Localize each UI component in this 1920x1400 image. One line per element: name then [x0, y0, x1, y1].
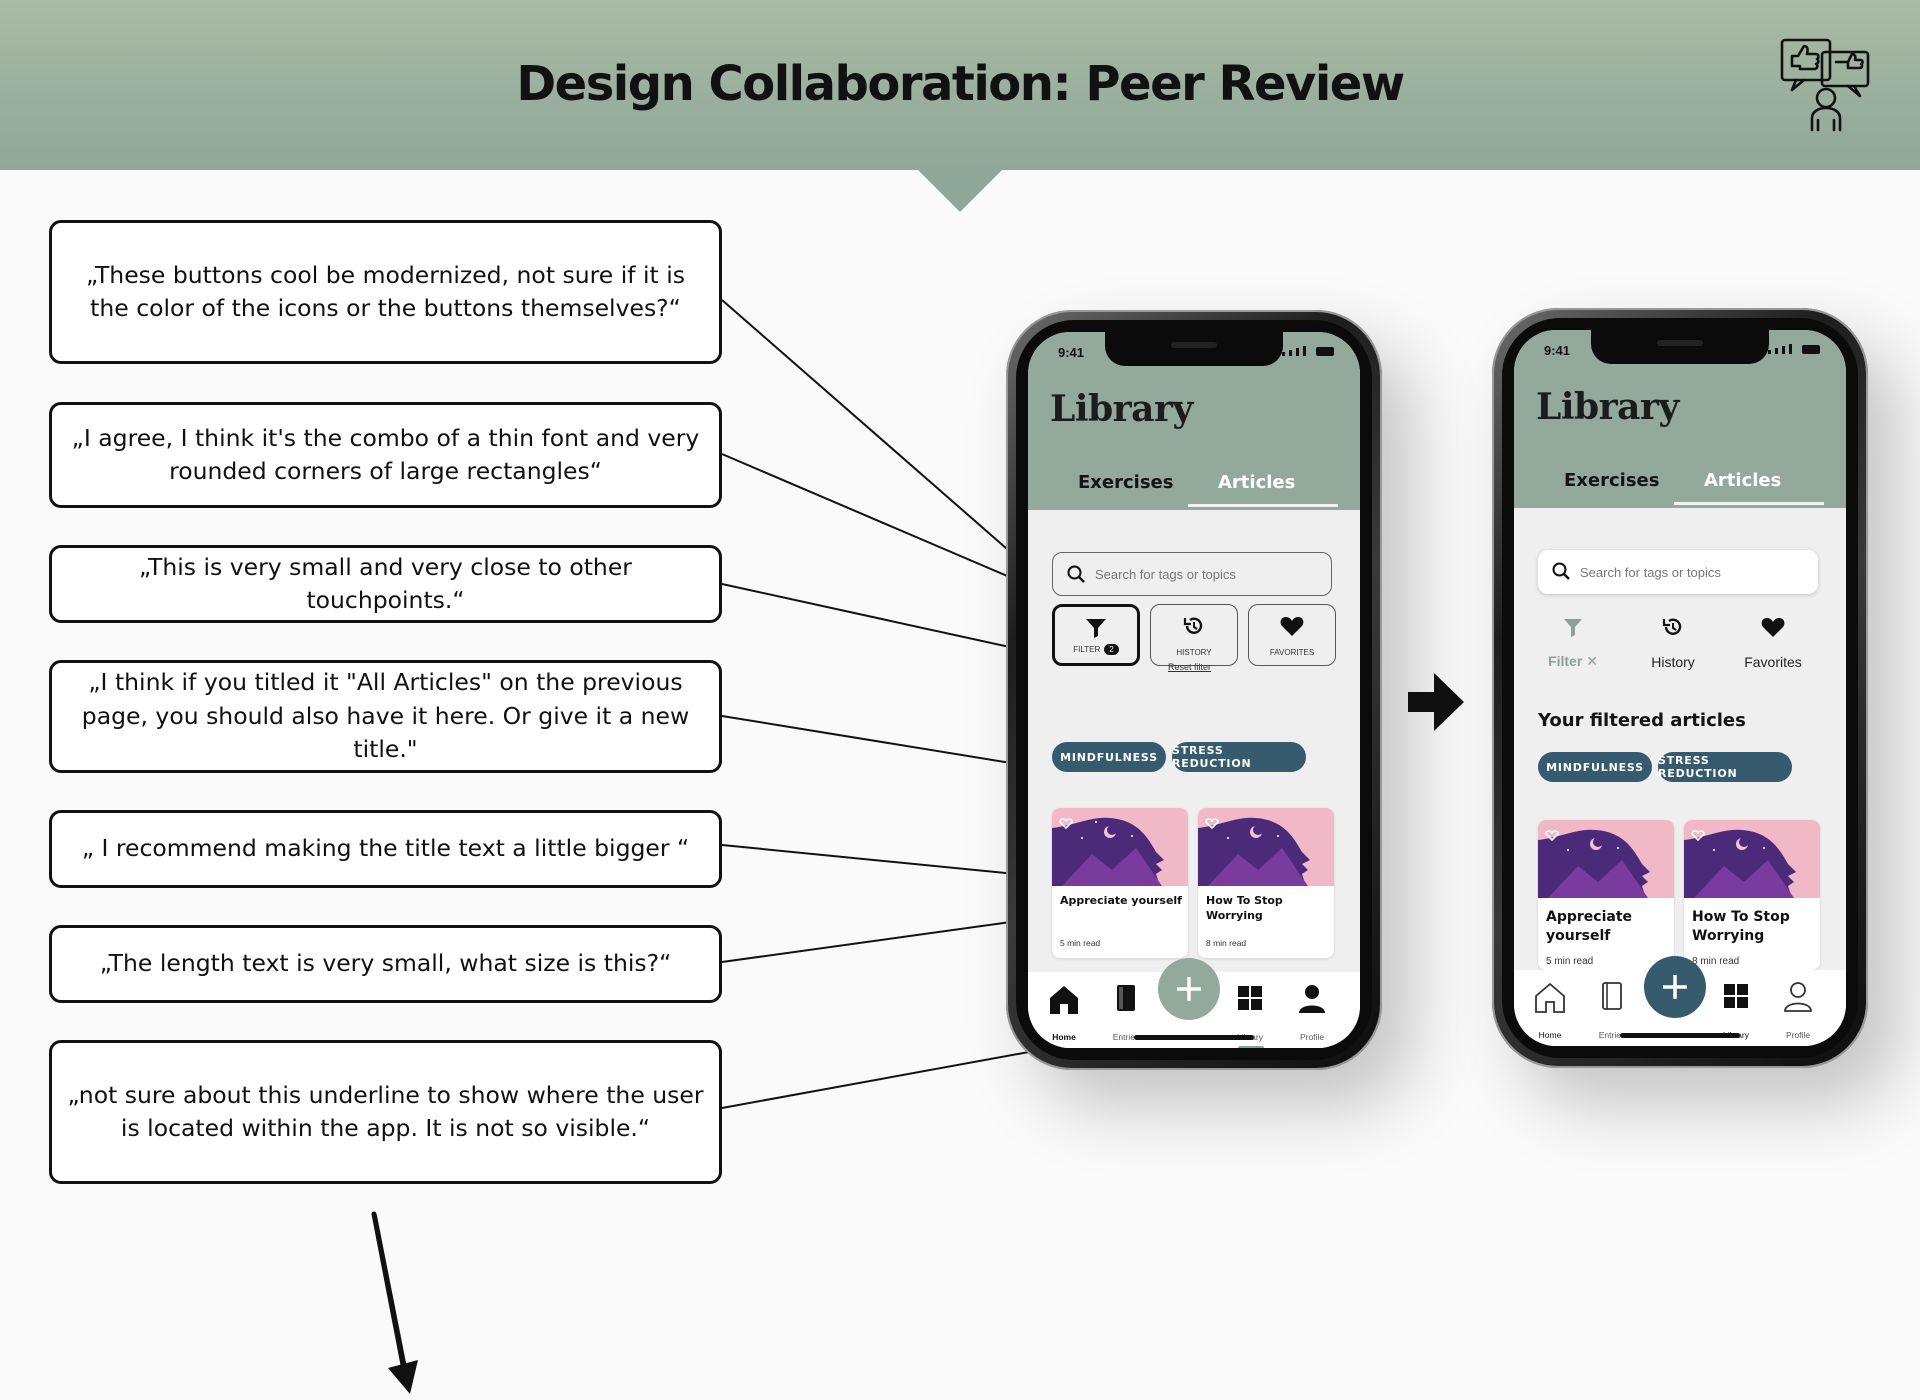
filter-icon — [1086, 619, 1106, 638]
tab-exercises[interactable]: Exercises — [1564, 470, 1660, 491]
article-card[interactable]: How To Stop Worrying 8 min read — [1684, 820, 1820, 970]
section-title: Your filtered articles — [1538, 710, 1746, 731]
search-icon — [1067, 565, 1085, 583]
sketch-arrow-down — [371, 1211, 418, 1394]
article-read-time: 8 min read — [1206, 938, 1247, 948]
plus-icon — [1663, 975, 1687, 999]
article-read-time: 5 min read — [1546, 956, 1594, 967]
article-image — [1198, 808, 1334, 886]
nav-library[interactable]: Library — [1222, 982, 1278, 1042]
nav-library[interactable]: Library — [1708, 980, 1764, 1040]
article-title: How To Stop Worrying — [1692, 909, 1790, 944]
home-indicator — [1134, 1035, 1254, 1040]
comment-nav-underline: „not sure about this underline to show w… — [49, 1040, 722, 1184]
filter-count-badge: 2 — [1104, 644, 1119, 655]
peer-review-icon — [1780, 38, 1870, 132]
article-title: Appreciate yourself — [1060, 894, 1182, 907]
status-time: 9:41 — [1544, 343, 1571, 358]
comment-title-bigger: „ I recommend making the title text a li… — [49, 810, 722, 888]
article-title: How To Stop Worrying — [1206, 894, 1283, 922]
history-button[interactable]: HISTORY — [1150, 604, 1238, 666]
history-icon — [1183, 617, 1203, 634]
comment-length-text: „The length text is very small, what siz… — [49, 925, 722, 1003]
phone-after: 9:41 Library Exercises Articles Search f… — [1492, 308, 1868, 1068]
plus-icon — [1177, 977, 1201, 1001]
journal-icon — [1117, 985, 1135, 1011]
heart-icon — [1761, 618, 1785, 637]
status-time: 9:41 — [1058, 345, 1085, 360]
filter-icon — [1564, 619, 1582, 637]
tab-indicator — [1674, 502, 1824, 505]
nav-entries[interactable]: Entries — [1098, 982, 1154, 1042]
tag-chip-mindfulness[interactable]: MINDFULNESS — [1538, 752, 1652, 782]
screen-after: 9:41 Library Exercises Articles Search f… — [1514, 330, 1846, 1046]
nav-profile[interactable]: Profile — [1284, 982, 1340, 1042]
header-pointer — [918, 170, 1002, 212]
search-placeholder: Search for tags or topics — [1580, 564, 1721, 580]
comment-thin-font: „I agree, I think it's the combo of a th… — [49, 402, 722, 508]
article-image — [1684, 820, 1820, 898]
favorites-button[interactable]: Favorites — [1728, 610, 1818, 670]
status-icons — [1768, 344, 1820, 354]
clear-filter-icon[interactable]: ✕ — [1586, 653, 1598, 669]
screen-before: 9:41 Library Exercises Articles Search f… — [1028, 332, 1360, 1048]
journal-icon — [1602, 982, 1622, 1010]
article-card[interactable]: How To Stop Worrying 8 min read — [1198, 808, 1334, 958]
comment-buttons-modernize: „These buttons cool be modernized, not s… — [49, 220, 722, 364]
home-icon — [1535, 982, 1565, 1013]
add-button[interactable] — [1644, 956, 1706, 1018]
library-title: Library — [1050, 388, 1193, 430]
article-card[interactable]: Appreciate yourself 5 min read — [1538, 820, 1674, 970]
article-read-time: 8 min read — [1692, 956, 1740, 967]
tag-chip-stress-reduction[interactable]: STRESS REDUCTION — [1658, 752, 1792, 782]
search-placeholder: Search for tags or topics — [1095, 566, 1236, 582]
person-icon — [1299, 985, 1325, 1013]
nav-home[interactable]: Home — [1522, 980, 1578, 1040]
bottom-nav: Home Entries Library Profile — [1028, 958, 1360, 1048]
article-title: Appreciate yourself — [1546, 909, 1633, 944]
library-title: Library — [1536, 386, 1679, 428]
tag-chip-mindfulness[interactable]: MINDFULNESS — [1052, 742, 1166, 772]
favorite-outline-icon — [1059, 818, 1073, 830]
search-input[interactable]: Search for tags or topics — [1052, 552, 1332, 596]
article-image — [1538, 820, 1674, 898]
home-icon — [1050, 986, 1078, 1014]
heart-icon — [1280, 617, 1304, 636]
status-icons — [1282, 346, 1334, 356]
tab-articles[interactable]: Articles — [1704, 470, 1782, 491]
filter-button[interactable]: Filter ✕ — [1528, 610, 1618, 670]
search-input[interactable]: Search for tags or topics — [1538, 550, 1818, 594]
tag-chip-stress-reduction[interactable]: STRESS REDUCTION — [1172, 742, 1306, 772]
favorites-button[interactable]: FAVORITES — [1248, 604, 1336, 666]
arrow-right-icon — [1408, 673, 1464, 731]
nav-active-underline — [1238, 1046, 1264, 1048]
home-indicator — [1620, 1033, 1740, 1038]
tab-exercises[interactable]: Exercises — [1078, 472, 1174, 493]
comment-all-articles-title: „I think if you titled it "All Articles"… — [49, 660, 722, 773]
add-button[interactable] — [1158, 958, 1220, 1020]
search-icon — [1552, 562, 1570, 580]
header-banner — [0, 0, 1920, 170]
action-buttons: Filter ✕ History Favorites — [1528, 610, 1828, 674]
tab-indicator — [1188, 504, 1338, 507]
person-icon — [1784, 982, 1812, 1012]
comment-small-touchpoint: „This is very small and very close to ot… — [49, 545, 722, 623]
tab-articles[interactable]: Articles — [1218, 472, 1296, 493]
article-read-time: 5 min read — [1060, 938, 1101, 948]
page-title: Design Collaboration: Peer Review — [516, 56, 1405, 112]
nav-profile[interactable]: Profile — [1770, 980, 1826, 1040]
article-image — [1052, 808, 1188, 886]
history-icon — [1662, 618, 1682, 635]
phone-before: 9:41 Library Exercises Articles Search f… — [1006, 310, 1382, 1070]
grid-icon — [1724, 984, 1748, 1008]
nav-home[interactable]: Home — [1036, 982, 1092, 1042]
nav-entries[interactable]: Entries — [1584, 980, 1640, 1040]
grid-icon — [1238, 986, 1262, 1010]
history-button[interactable]: History — [1628, 610, 1718, 670]
article-card[interactable]: Appreciate yourself 5 min read — [1052, 808, 1188, 958]
reset-filter-link[interactable]: Reset filter — [1168, 662, 1212, 672]
